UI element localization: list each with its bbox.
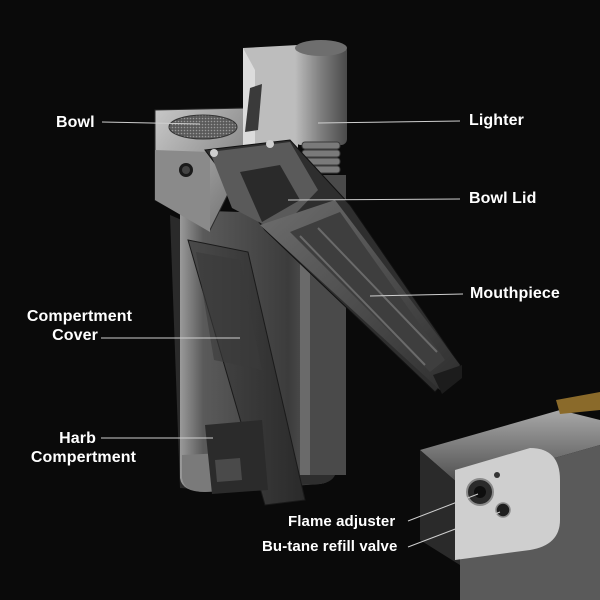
compartment-cover bbox=[187, 239, 306, 506]
bowl-housing bbox=[154, 107, 251, 232]
label-herb-compartment-line2: Compertment bbox=[30, 449, 136, 466]
label-mouthpiece: Mouthpiece bbox=[470, 284, 560, 303]
label-flame-adjuster-text: Flame adjuster bbox=[288, 513, 396, 530]
leader-lighter bbox=[317, 120, 461, 124]
label-lighter: Lighter bbox=[469, 111, 524, 130]
leader-mouthpiece bbox=[369, 293, 464, 297]
label-bowl-lid: Bowl Lid bbox=[469, 189, 536, 208]
label-compartment-cover-line1: Compertment bbox=[26, 308, 132, 325]
leader-flame-adjuster bbox=[407, 493, 479, 522]
label-mouthpiece-text: Mouthpiece bbox=[470, 285, 560, 302]
label-flame-adjuster: Flame adjuster bbox=[288, 512, 395, 531]
label-herb-compartment: Harb Compertment bbox=[20, 429, 136, 467]
label-lighter-text: Lighter bbox=[469, 112, 524, 129]
leader-lines bbox=[101, 120, 501, 548]
lighter-bottom-inset bbox=[420, 392, 600, 600]
leader-refill-valve bbox=[407, 511, 501, 548]
label-bowl: Bowl bbox=[56, 113, 95, 132]
leader-bowl-lid bbox=[287, 198, 461, 201]
label-refill-valve: Bu-tane refill valve bbox=[262, 537, 397, 556]
label-bowl-text: Bowl bbox=[56, 114, 95, 131]
mouthpiece bbox=[204, 139, 462, 394]
label-compartment-cover: Compertment Cover bbox=[16, 307, 132, 345]
label-refill-valve-text: Bu-tane refill valve bbox=[262, 538, 398, 555]
herb-compartment bbox=[205, 420, 268, 494]
label-bowl-lid-text: Bowl Lid bbox=[469, 190, 537, 207]
leader-bowl bbox=[101, 121, 201, 125]
label-compartment-cover-line2: Cover bbox=[52, 327, 98, 344]
label-herb-compartment-line1: Harb bbox=[59, 430, 96, 447]
